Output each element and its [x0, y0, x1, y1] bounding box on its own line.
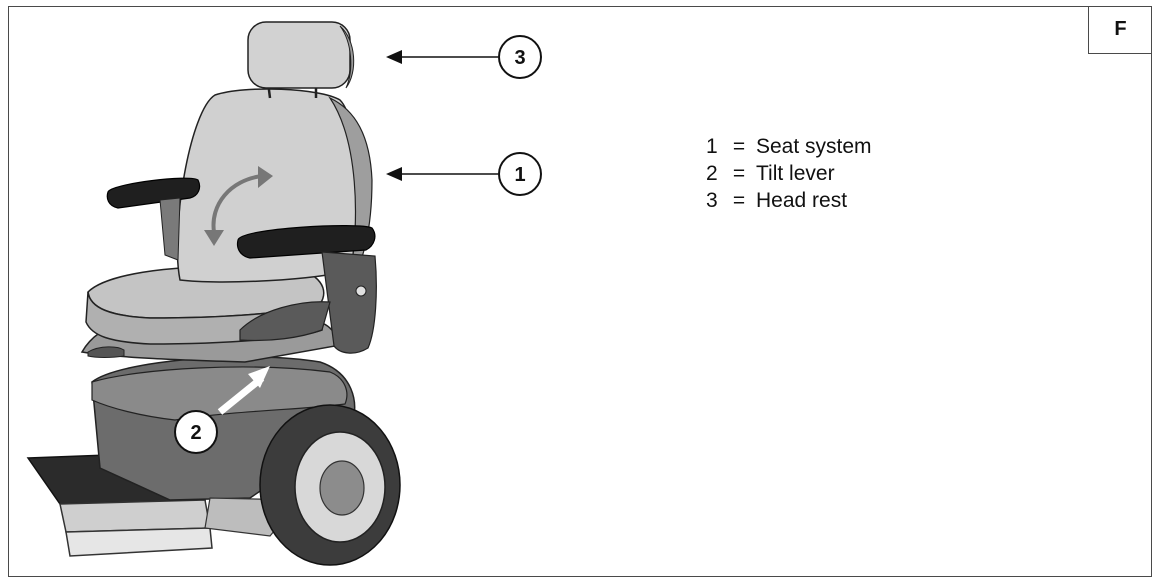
callout-1-label: 1 — [514, 164, 525, 186]
legend-label: Head rest — [756, 189, 848, 212]
callout-arrow-seat-system — [386, 167, 498, 181]
footplate — [26, 451, 213, 557]
legend-equals: = — [732, 162, 746, 185]
legend-label: Seat system — [756, 135, 872, 158]
legend-row-seat-system: 1 = Seat system — [706, 133, 872, 160]
legend-row-head-rest: 3 = Head rest — [706, 187, 872, 214]
right-armrest — [236, 225, 377, 354]
tilt-motion-arrow-icon — [204, 166, 273, 246]
left-armrest — [106, 177, 201, 261]
tilt-lever-arrow-icon — [217, 366, 270, 415]
callout-1: 1 — [498, 152, 542, 196]
callout-3: 3 — [498, 35, 542, 79]
figure-letter: F — [1088, 6, 1152, 54]
legend-row-tilt-lever: 2 = Tilt lever — [706, 160, 872, 187]
rear-wheel — [259, 404, 401, 566]
callout-3-label: 3 — [514, 47, 525, 69]
legend: 1 = Seat system 2 = Tilt lever 3 = Head … — [706, 133, 872, 214]
headrest — [247, 21, 355, 99]
callout-2-label: 2 — [190, 422, 201, 444]
legend-number: 2 — [706, 162, 718, 185]
legend-equals: = — [732, 189, 746, 212]
legend-label: Tilt lever — [756, 162, 835, 185]
legend-number: 3 — [706, 189, 718, 212]
tilt-lever — [87, 346, 125, 358]
legend-number: 1 — [706, 135, 718, 158]
legend-equals: = — [732, 135, 746, 158]
callout-arrow-head-rest — [386, 50, 498, 64]
callout-2: 2 — [174, 410, 218, 454]
